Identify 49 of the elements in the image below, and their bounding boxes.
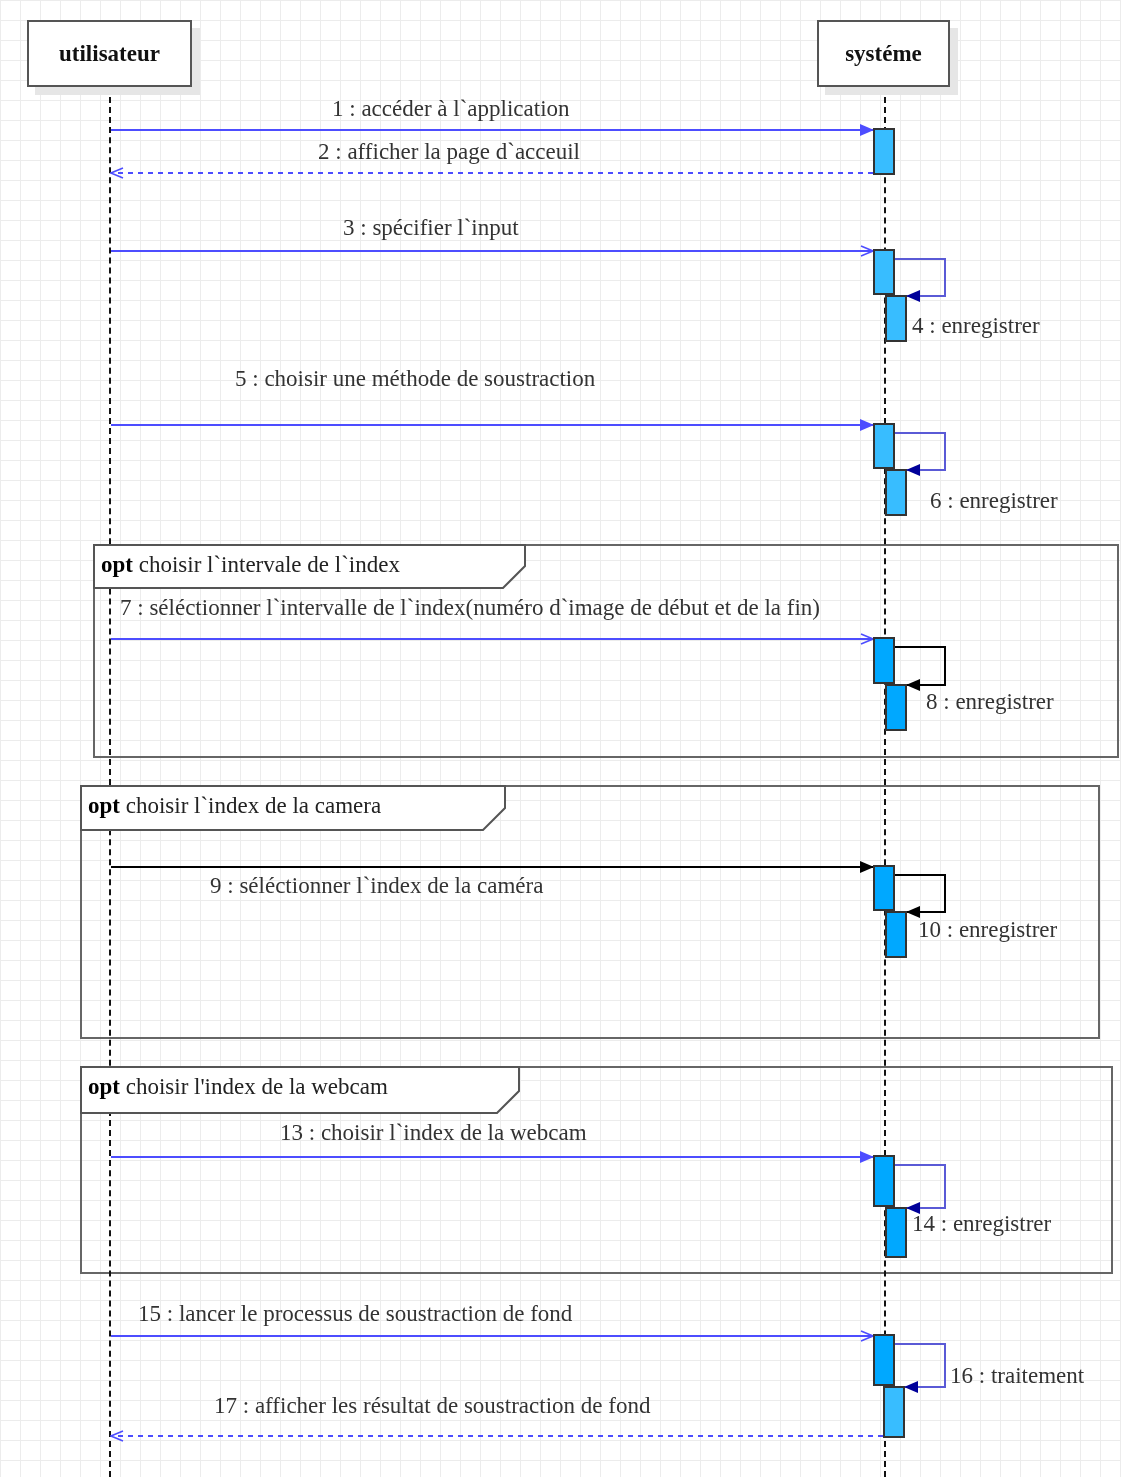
message-arrow bbox=[110, 245, 874, 257]
self-message-arrow bbox=[894, 646, 946, 691]
edge-label: 6 : enregistrer bbox=[930, 488, 1058, 514]
fragment-label: opt choisir l`intervale de l`index bbox=[101, 552, 400, 578]
fragment-label: opt choisir l`index de la camera bbox=[88, 793, 382, 819]
activation-bar bbox=[873, 637, 895, 684]
edge-label: 7 : séléctionner l`intervalle de l`index(numéro d`image de début et de la fin) bbox=[120, 595, 820, 621]
message-arrow bbox=[110, 861, 874, 873]
edge-label: 8 : enregistrer bbox=[926, 689, 1054, 715]
self-message-arrow bbox=[894, 258, 946, 302]
edge-label: 2 : afficher la page d`acceuil bbox=[318, 139, 580, 165]
activation-bar bbox=[873, 128, 895, 175]
activation-bar bbox=[885, 684, 907, 731]
message-arrow bbox=[110, 1151, 874, 1163]
self-message-arrow bbox=[894, 432, 946, 476]
fragment-frame bbox=[80, 1066, 1113, 1274]
edge-label: 4 : enregistrer bbox=[912, 313, 1040, 339]
activation-bar bbox=[885, 1207, 907, 1258]
fragment-frame bbox=[93, 544, 1119, 758]
self-message-arrow bbox=[894, 1164, 946, 1214]
activation-bar bbox=[873, 865, 895, 911]
edge-label: 13 : choisir l`index de la webcam bbox=[280, 1120, 587, 1146]
edge-label: 1 : accéder à l`application bbox=[332, 96, 570, 122]
message-arrow bbox=[110, 1330, 874, 1342]
activation-bar bbox=[885, 469, 907, 516]
activation-bar bbox=[885, 911, 907, 958]
return-message-arrow bbox=[110, 167, 874, 179]
self-message-arrow bbox=[894, 874, 946, 918]
message-arrow bbox=[110, 419, 874, 431]
self-message-arrow bbox=[894, 1343, 946, 1393]
activation-bar bbox=[873, 1334, 895, 1386]
return-message-arrow bbox=[110, 1430, 884, 1442]
activation-bar bbox=[883, 1386, 905, 1438]
edge-label: 3 : spécifier l`input bbox=[343, 215, 519, 241]
activation-bar bbox=[885, 295, 907, 342]
message-arrow bbox=[110, 633, 874, 645]
edge-label: 9 : séléctionner l`index de la caméra bbox=[210, 873, 544, 899]
edge-label: 17 : afficher les résultat de soustraction de fond bbox=[214, 1393, 651, 1419]
activation-bar bbox=[873, 423, 895, 469]
edge-label: 15 : lancer le processus de soustraction de fond bbox=[138, 1301, 573, 1327]
fragment-label: opt choisir l'index de la webcam bbox=[88, 1074, 388, 1100]
edge-label: 14 : enregistrer bbox=[912, 1211, 1052, 1237]
fragment-frame bbox=[80, 785, 1100, 1039]
edge-label: 16 : traitement bbox=[950, 1363, 1085, 1389]
message-arrow bbox=[110, 124, 874, 136]
activation-bar bbox=[873, 249, 895, 295]
edge-label: 5 : choisir une méthode de soustraction bbox=[235, 366, 596, 392]
edge-label: 10 : enregistrer bbox=[918, 917, 1058, 943]
activation-bar bbox=[873, 1155, 895, 1207]
